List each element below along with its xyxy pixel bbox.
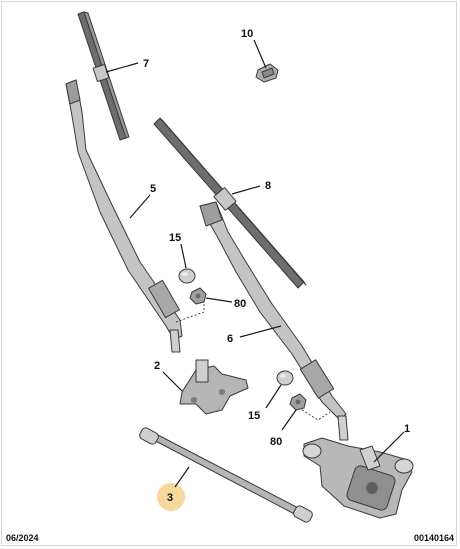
callout-10[interactable]: 10	[241, 28, 253, 40]
callout-15-lower[interactable]: 15	[248, 410, 260, 422]
leader-15-lower	[265, 384, 282, 409]
callout-3-highlight	[157, 483, 185, 511]
callout-80-upper[interactable]: 80	[234, 298, 246, 310]
leader-5	[129, 194, 151, 219]
footer-date: 06/2024	[6, 533, 39, 543]
callout-80-lower[interactable]: 80	[270, 436, 282, 448]
callout-3[interactable]: 3	[167, 492, 173, 504]
leader-6	[239, 325, 282, 338]
leader-80-upper	[205, 297, 233, 303]
leader-8	[231, 185, 261, 195]
footer-reference: 00140164	[413, 533, 454, 543]
part-80-nut-lower[interactable]	[289, 393, 307, 411]
callout-5[interactable]: 5	[150, 183, 156, 195]
part-15-cap-upper[interactable]	[178, 268, 196, 284]
leader-10	[253, 39, 267, 69]
leader-3	[174, 466, 190, 488]
callout-6[interactable]: 6	[227, 333, 233, 345]
callout-15-upper[interactable]: 15	[169, 232, 181, 244]
leader-1	[373, 431, 405, 463]
callout-8[interactable]: 8	[265, 180, 271, 192]
assembly-dash-lower	[301, 409, 331, 421]
part-7-wiper-blade[interactable]	[77, 11, 130, 141]
part-15-cap-lower[interactable]	[276, 370, 294, 386]
leader-2	[162, 371, 183, 392]
part-5-wiper-arm[interactable]	[65, 79, 183, 353]
part-1-wiper-motor[interactable]	[302, 437, 414, 519]
part-3-linkage-rod[interactable]	[138, 426, 314, 523]
part-10-connector[interactable]	[255, 63, 279, 83]
part-2-pivot-bracket[interactable]	[179, 359, 249, 415]
part-80-nut-upper[interactable]	[189, 287, 207, 305]
callout-1[interactable]: 1	[404, 423, 410, 435]
callout-7[interactable]: 7	[143, 58, 149, 70]
assembly-dash-upper	[175, 304, 205, 323]
leader-15-upper	[180, 243, 187, 269]
part-6-wiper-arm[interactable]	[199, 201, 349, 441]
callout-2[interactable]: 2	[154, 360, 160, 372]
part-8-wiper-blade[interactable]	[153, 117, 307, 289]
leader-7	[105, 62, 139, 73]
leader-80-lower	[281, 409, 297, 431]
